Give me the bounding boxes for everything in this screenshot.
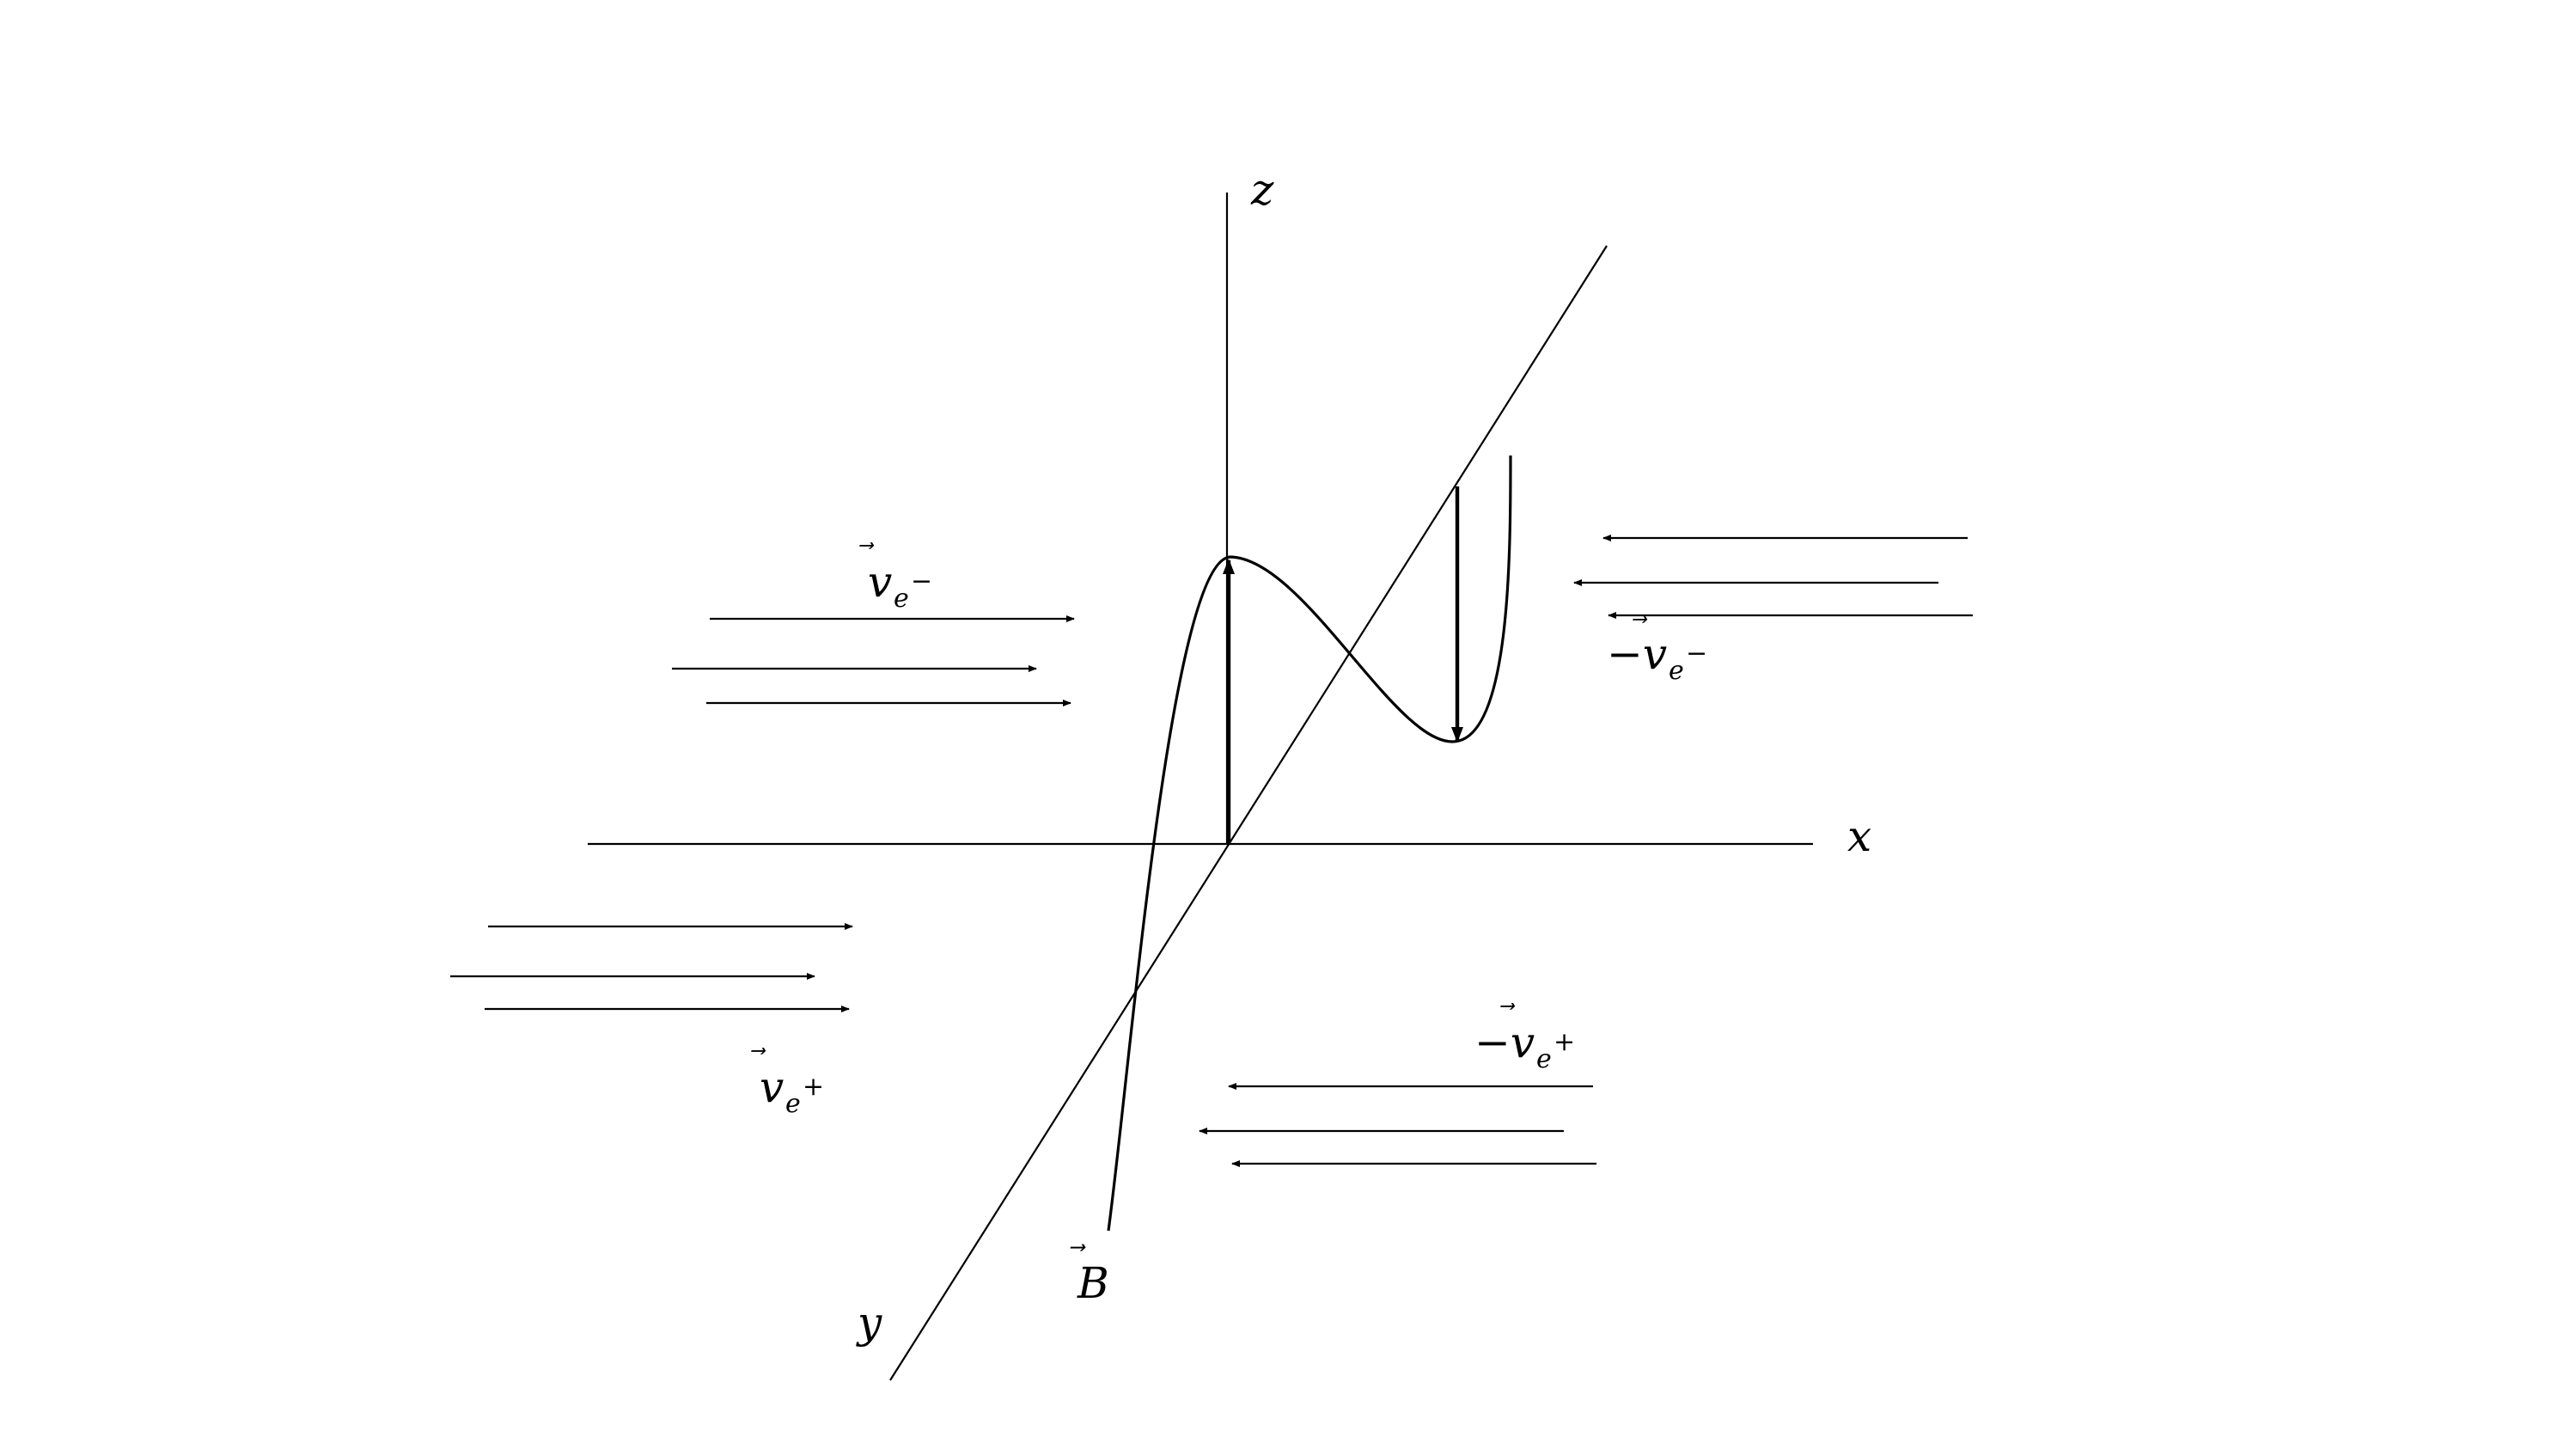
svg-text:e: e	[1669, 656, 1684, 686]
field-label: B ⃗	[1070, 1244, 1109, 1308]
positron-velocity-arrows	[450, 923, 853, 1012]
svg-text:−: −	[1686, 639, 1707, 669]
electron-velocity-arrows	[672, 615, 1075, 706]
label-v-electron: v ⃗ e −	[859, 542, 932, 614]
svg-text:−: −	[911, 566, 932, 596]
y-axis-label: y	[856, 1298, 882, 1348]
svg-text:⃗: ⃗	[859, 542, 875, 549]
z-axis-label: z	[1250, 165, 1274, 215]
svg-text:B: B	[1077, 1258, 1109, 1308]
x-axis-label: x	[1847, 811, 1871, 861]
svg-text:⃗: ⃗	[1070, 1244, 1086, 1251]
svg-text:+: +	[803, 1072, 824, 1102]
svg-text:−v: −v	[1474, 1018, 1535, 1067]
svg-text:v: v	[760, 1062, 784, 1112]
svg-text:⃗: ⃗	[1633, 616, 1648, 623]
svg-text:⃗: ⃗	[751, 1048, 766, 1055]
svg-text:e: e	[1536, 1044, 1552, 1074]
field-wave-curve	[1107, 455, 1512, 1232]
label-minus-v-electron: −v ⃗ e −	[1607, 616, 1707, 686]
svg-text:v: v	[868, 557, 892, 607]
svg-text:e: e	[894, 584, 909, 614]
minus-electron-velocity-arrows	[1573, 535, 1973, 619]
svg-text:−v: −v	[1607, 629, 1667, 679]
label-v-positron: v ⃗ e +	[751, 1048, 824, 1119]
svg-text:+: +	[1554, 1027, 1575, 1057]
label-minus-v-positron: −v ⃗ e +	[1474, 1003, 1575, 1074]
minus-positron-velocity-arrows	[1199, 1083, 1596, 1167]
y-axis	[889, 245, 1608, 1381]
svg-text:e: e	[785, 1089, 801, 1119]
svg-text:⃗: ⃗	[1500, 1003, 1516, 1010]
